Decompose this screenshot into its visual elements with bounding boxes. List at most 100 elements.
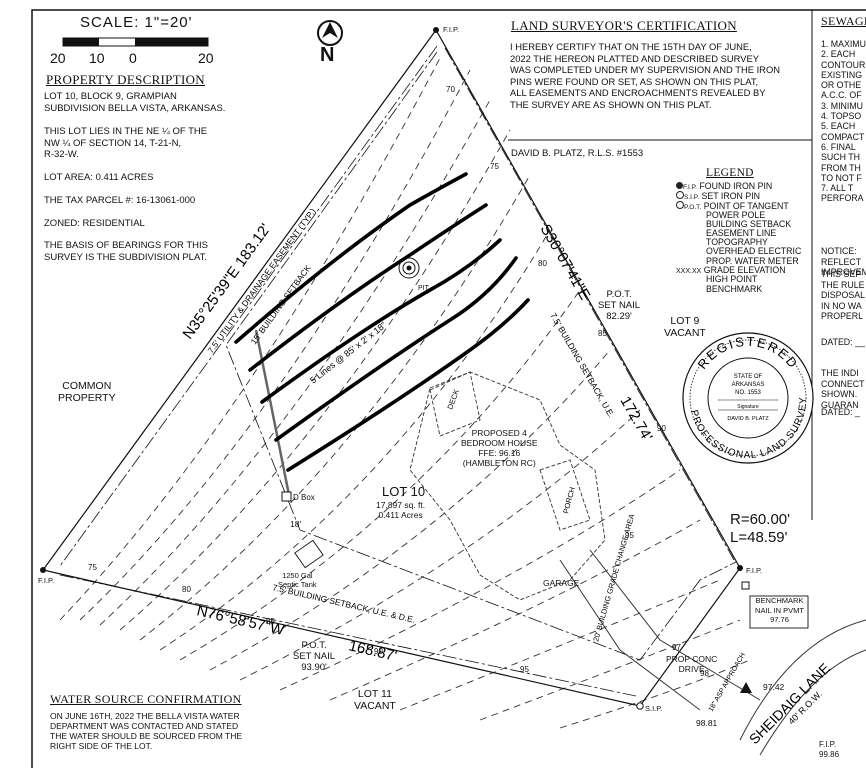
property-bearings: THE BASIS OF BEARINGS FOR THIS SURVEY IS… <box>44 240 208 263</box>
north-label: N <box>320 44 335 66</box>
legend-text-high-point: HIGH POINT <box>706 274 758 284</box>
fip-top-label: F.I.P. <box>443 25 460 34</box>
sip-label: S.I.P. <box>645 704 663 713</box>
septic-tank <box>294 539 324 569</box>
common-property-label: COMMON PROPERTY <box>58 380 116 404</box>
sewage-indi: THE INDI CONNECT SHOWN. GUARAN <box>821 368 865 410</box>
house-label: PROPOSED 4 BEDROOM HOUSE FFE: 96.16 (HAM… <box>461 428 538 468</box>
dbox-label: D Box <box>293 493 315 502</box>
contour-label-95: 95 <box>625 531 634 540</box>
fip-bottom-right-label: F.I.P. 99.86 <box>819 740 840 759</box>
property-area: LOT AREA: 0.411 ACRES <box>44 172 154 183</box>
lot10-label: LOT 10 <box>382 484 426 499</box>
property-location: THIS LOT LIES IN THE NE ¼ OF THE NW ¼ OF… <box>44 126 208 160</box>
found-iron-pin-left <box>40 567 46 573</box>
found-iron-pin-right <box>737 565 743 571</box>
septic-field-lines <box>234 172 530 472</box>
pot-s-label: P.O.T. SET NAIL 93.90' <box>293 640 336 673</box>
drive-label: PROP CONC DRIVE <box>666 654 718 674</box>
sheet-border <box>31 9 866 768</box>
pit-label: PIT <box>418 285 429 292</box>
legend-text-sip: SET IRON PIN <box>701 191 761 201</box>
contour-label-75-left: 75 <box>88 563 97 572</box>
legend-title: LEGEND <box>706 167 754 179</box>
certification-body: I HEREBY CERTIFY THAT ON THE 15TH DAY OF… <box>510 41 781 110</box>
elevation-9881: 98.81 <box>696 718 718 728</box>
water-source-body: ON JUNE 16TH, 2022 THE BELLA VISTA WATER… <box>50 711 243 751</box>
legend-point-of-tangent: P.O.T. POINT OF TANGENT <box>676 201 789 211</box>
legend-list: F.I.P. FOUND IRON PIN S.I.P. SET IRON PI… <box>676 181 806 301</box>
sewage-dated-2: DATED: _ <box>821 407 860 417</box>
legend-found-iron-pin: F.I.P. FOUND IRON PIN <box>676 181 772 191</box>
legend-code-sip: S.I.P. <box>684 194 700 201</box>
north-arrow-icon <box>317 20 343 46</box>
sewage-dated-1: DATED: __ <box>821 337 865 347</box>
legend-text-power-pole: POWER POLE <box>706 210 766 220</box>
legend-text-building-setback: BUILDING SETBACK <box>706 219 792 229</box>
legend-text-overhead-electric: OVERHEAD ELECTRIC <box>706 246 802 256</box>
point-of-tangent-icon <box>676 201 684 209</box>
building-setback-lines <box>59 45 737 697</box>
seal-signature: Signature <box>737 404 759 410</box>
street-centerline <box>739 619 866 756</box>
certification-title: LAND SURVEYOR'S CERTIFICATION <box>511 18 737 33</box>
contour-label-85-left: 85 <box>266 617 275 626</box>
legend-set-iron-pin: S.I.P. SET IRON PIN <box>676 191 760 201</box>
legend-text-grade: GRADE ELEVATION <box>703 265 786 275</box>
dbox-distance: 18' <box>290 519 302 529</box>
contour-label-80-left: 80 <box>182 585 191 594</box>
water-source-title: WATER SOURCE CONFIRMATION <box>50 692 242 706</box>
contour-label-97: 97 <box>672 643 681 652</box>
scale-title: SCALE: 1"=20' <box>80 14 193 31</box>
contour-label-90-left: 90 <box>374 647 383 656</box>
legend-code-fip: F.I.P. <box>683 184 697 191</box>
sewage-notes: 1. MAXIMU 2. EACH CONTOUR EXISTING OR OT… <box>821 39 866 204</box>
pot-ne-label: P.O.T. SET NAIL 82.29' <box>598 289 641 322</box>
legend-high-point: HIGH POINT <box>706 274 757 284</box>
set-iron-pin <box>636 702 644 710</box>
found-iron-pin-icon <box>676 182 683 189</box>
easement-line <box>254 329 292 501</box>
fip-right-label: F.I.P. <box>746 566 763 575</box>
distribution-box <box>281 491 292 502</box>
lot9-label: LOT 9 VACANT <box>664 315 706 339</box>
seal-state: STATE OF <box>734 374 763 380</box>
scale-tick-0: 0 <box>129 50 137 66</box>
septic-tank-label: 1250 Gal Septic Tank <box>278 571 317 589</box>
legend-text-topography: TOPOGRAPHY <box>706 237 768 247</box>
legend-easement-line: EASEMENT LINE <box>706 228 776 238</box>
curve-radius: R=60.00' <box>730 511 790 528</box>
contour-label-80: 80 <box>538 259 547 268</box>
contour-label-75: 75 <box>490 162 499 171</box>
legend-text-benchmark: BENCHMARK <box>706 284 763 294</box>
scale-tick-20-right: 20 <box>198 50 214 66</box>
elevation-9742: 97.42 <box>763 682 785 692</box>
legend-benchmark: BENCHMARK <box>706 284 762 294</box>
topography-contours <box>59 57 751 729</box>
fip-left-label: F.I.P. <box>38 576 55 585</box>
scale-tick-10: 10 <box>89 50 105 66</box>
property-description-title: PROPERTY DESCRIPTION <box>46 72 205 87</box>
seal-number: NO. 1553 <box>735 390 761 396</box>
set-iron-pin-icon <box>676 191 684 199</box>
scale-tick-20-left: 20 <box>50 50 66 66</box>
proposed-driveway <box>559 549 761 711</box>
power-pole-icon <box>741 581 750 590</box>
legend-text-water-meter: PROP. WATER METER <box>706 256 799 266</box>
benchmark-box <box>749 595 809 629</box>
porch-label: PORCH <box>561 486 577 514</box>
sewage-title: SEWAGE <box>821 14 866 28</box>
pit-marker-icon <box>398 257 420 279</box>
legend-text-easement: EASEMENT LINE <box>706 228 777 238</box>
property-lot: LOT 10, BLOCK 9, GRAMPIAN SUBDIVISION BE… <box>44 91 226 114</box>
contour-label-95-left: 95 <box>520 665 529 674</box>
lot11-label: LOT 11 VACANT <box>354 688 396 712</box>
certification-surveyor: DAVID B. PLATZ, R.L.S. #1553 <box>511 148 644 159</box>
contour-label-98: 98 <box>700 669 709 678</box>
lot10-area: 17,897 sq. ft. 0.411 Acres <box>376 500 426 520</box>
found-iron-pin-top <box>433 27 439 33</box>
distance-s: 168.87' <box>347 637 398 665</box>
seal-name: DAVID B. PLATZ <box>727 416 769 422</box>
curve-length: L=48.59' <box>730 529 788 546</box>
